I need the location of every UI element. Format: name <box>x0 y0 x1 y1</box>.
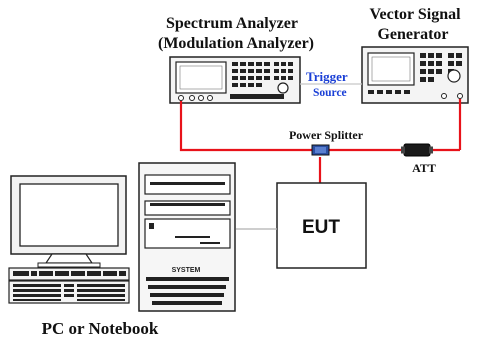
vsg-title-line2: Generator <box>377 26 448 43</box>
vector-signal-generator-instrument <box>361 46 469 104</box>
vsg-screen <box>367 52 415 86</box>
pc-keyboard <box>8 267 130 304</box>
spectrum-analyzer-title-line2: (Modulation Analyzer) <box>158 35 314 52</box>
trigger-label: Trigger <box>306 69 348 84</box>
spectrum-analyzer-knob <box>277 82 289 94</box>
vsg-title-line1: Vector Signal <box>369 6 461 23</box>
power-splitter-icon <box>311 144 330 156</box>
trigger-source-label: Source <box>313 87 347 99</box>
rf-cabling <box>179 99 462 183</box>
spectrum-analyzer-screen <box>175 61 227 94</box>
pc-monitor <box>10 175 127 268</box>
spectrum-analyzer-instrument <box>169 56 301 104</box>
spectrum-analyzer-title-line1: Spectrum Analyzer <box>166 15 298 32</box>
pc-tower-brand: SYSTEM <box>172 267 201 274</box>
att-label: ATT <box>412 161 436 175</box>
pc-monitor-screen <box>19 183 119 247</box>
attenuator-icon <box>401 143 433 157</box>
pc-label: PC or Notebook <box>42 319 159 338</box>
vsg-knob <box>447 69 461 83</box>
pc-tower: SYSTEM <box>138 162 236 312</box>
eut-label: EUT <box>302 217 340 238</box>
power-splitter-label: Power Splitter <box>289 128 364 142</box>
eut-box <box>276 182 367 269</box>
